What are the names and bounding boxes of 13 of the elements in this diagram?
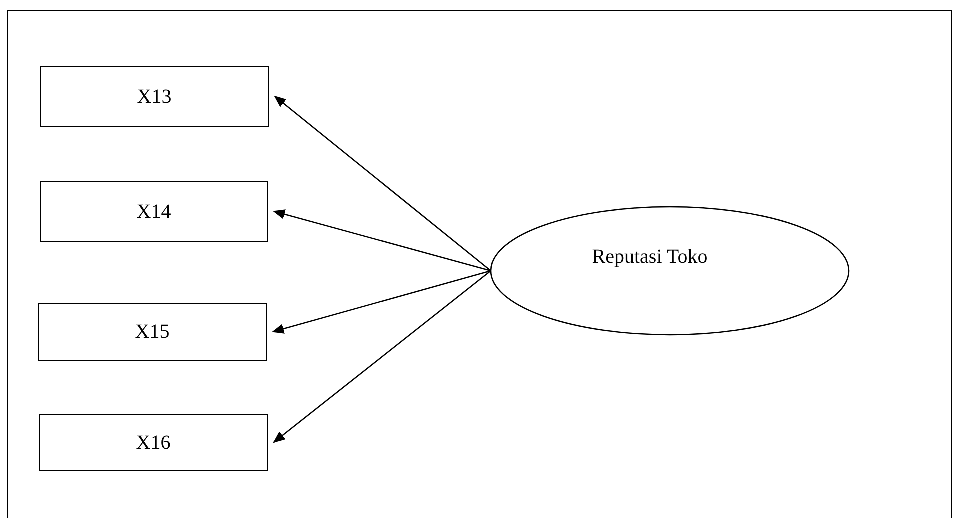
indicator-label: X13 xyxy=(137,84,172,110)
arrow xyxy=(272,270,492,334)
variable-box xyxy=(39,414,268,471)
indicator-label: X15 xyxy=(135,320,170,345)
arrow xyxy=(274,96,492,272)
arrow xyxy=(273,210,492,272)
variable-box xyxy=(40,66,269,127)
variable-box xyxy=(40,181,268,242)
indicator-label: X16 xyxy=(136,430,171,456)
construct-label: Reputasi Toko xyxy=(592,245,708,270)
arrow xyxy=(273,270,492,444)
indicator-label: X14 xyxy=(136,200,172,224)
variable-box xyxy=(38,303,267,361)
